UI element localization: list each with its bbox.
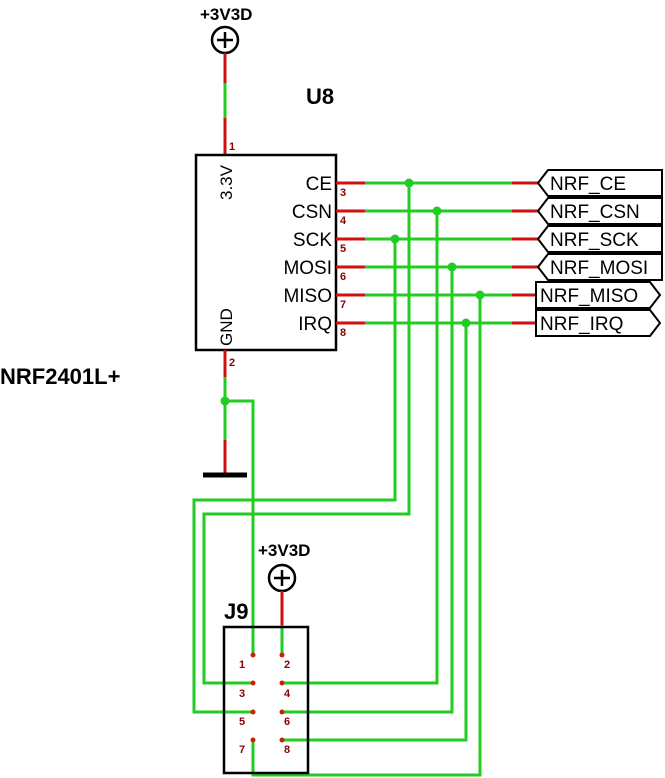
net-label-nrf-mosi: NRF_MOSI — [536, 253, 663, 281]
u8-pin-name-irq: IRQ — [298, 314, 332, 335]
net-label-nrf-irq: NRF_IRQ — [535, 309, 662, 337]
j9-pin-number-1: 1 — [239, 659, 245, 671]
power-symbol-top: +3V3D — [200, 5, 252, 55]
u8-pin-number-5: 5 — [340, 243, 346, 255]
u8-pin-number-6: 6 — [340, 271, 346, 283]
u8-pin-number-4: 4 — [340, 215, 347, 227]
j9-routing — [192, 183, 482, 777]
j9-pin-number-5: 5 — [239, 716, 245, 728]
u8-pin-name-csn: CSN — [292, 202, 332, 223]
u8-body — [194, 153, 338, 352]
j9-pin-number-2: 2 — [284, 659, 290, 671]
u8-pin-name-3v3: 3.3V — [217, 164, 236, 200]
u8-pin-name-mosi: MOSI — [283, 258, 332, 279]
net-label-stubs — [512, 181, 540, 325]
u8-reference: U8 — [306, 84, 334, 109]
u8-part-name: NRF2401L+ — [0, 364, 120, 389]
j9-pin-number-3: 3 — [239, 688, 245, 700]
svg-text:NRF_CSN: NRF_CSN — [550, 202, 640, 223]
u8-pin-name-gnd: GND — [217, 308, 236, 346]
u8-pin-name-ce: CE — [306, 174, 332, 195]
j9-pin-number-4: 4 — [284, 688, 291, 700]
u8-pin-number-2: 2 — [229, 357, 235, 369]
net-label-nrf-csn: NRF_CSN — [536, 197, 663, 225]
svg-text:NRF_CE: NRF_CE — [550, 174, 626, 195]
j9-reference: J9 — [224, 599, 248, 624]
power-label-top: +3V3D — [200, 5, 252, 24]
u8-pin-name-sck: SCK — [293, 230, 332, 251]
j9-body — [222, 625, 310, 775]
power-symbol-j9: +3V3D — [258, 541, 310, 593]
net-label-nrf-sck: NRF_SCK — [536, 225, 663, 253]
j9-pin-number-7: 7 — [239, 744, 245, 756]
junction-dots — [220, 178, 485, 406]
j9-pin-dots — [250, 652, 285, 743]
j9-pin-number-8: 8 — [284, 744, 290, 756]
net-label-nrf-ce: NRF_CE — [536, 169, 663, 197]
net-label-nrf-miso: NRF_MISO — [535, 281, 662, 309]
u8-pin-number-7: 7 — [340, 299, 346, 311]
u8-pin-number-8: 8 — [340, 327, 346, 339]
u8-pin-number-3: 3 — [340, 187, 346, 199]
svg-text:NRF_IRQ: NRF_IRQ — [540, 314, 623, 335]
u8-pin-number-1: 1 — [229, 141, 235, 153]
u8-pin-stubs — [336, 181, 365, 325]
power-label-j9: +3V3D — [258, 541, 310, 560]
u8-pin-name-miso: MISO — [283, 286, 332, 307]
svg-text:NRF_MOSI: NRF_MOSI — [550, 258, 648, 279]
svg-text:NRF_SCK: NRF_SCK — [550, 230, 639, 251]
svg-text:NRF_MISO: NRF_MISO — [540, 286, 638, 307]
j9-pin-number-6: 6 — [284, 716, 290, 728]
